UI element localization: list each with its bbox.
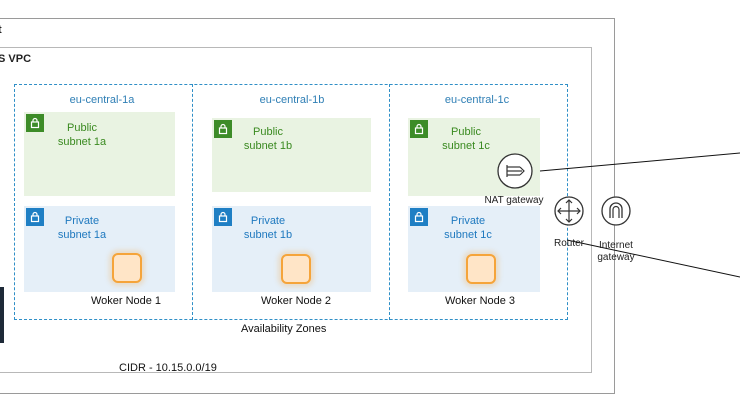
external-element xyxy=(0,287,4,343)
public-subnet-1b: Public subnet 1b xyxy=(212,118,371,192)
router-connection-line xyxy=(566,239,740,278)
internet-gateway-label: Internet gateway xyxy=(597,240,635,263)
public-subnet-1a: Public subnet 1a xyxy=(24,112,175,196)
router-label: Router xyxy=(553,238,584,249)
private-subnet-1b: Private subnet 1b xyxy=(212,206,371,292)
worker-node-3-icon[interactable] xyxy=(466,254,496,284)
worker-node-2-label: Woker Node 2 xyxy=(260,295,332,307)
nat-connection-line xyxy=(539,152,740,172)
az-divider-2 xyxy=(389,84,390,320)
az-name-1c: eu-central-1c xyxy=(444,94,510,106)
private-subnet-1c: Private subnet 1c xyxy=(408,206,540,292)
az-name-1b: eu-central-1b xyxy=(259,94,325,106)
vpc-boundary xyxy=(0,47,592,373)
worker-node-3-label: Woker Node 3 xyxy=(444,295,516,307)
availability-zones-label: Availability Zones xyxy=(241,323,327,335)
worker-node-2-icon[interactable] xyxy=(281,254,311,284)
lock-icon xyxy=(410,120,428,138)
worker-node-1-icon[interactable] xyxy=(112,253,142,283)
public-subnet-label: Public subnet 1a xyxy=(57,122,107,148)
cidr-label: CIDR - 10.15.0.0/19 xyxy=(119,362,217,374)
lock-icon xyxy=(214,120,232,138)
vpc-label: S VPC xyxy=(0,53,32,65)
az-name-1a: eu-central-1a xyxy=(69,94,135,106)
az-divider-1 xyxy=(192,84,193,320)
public-subnet-label: Public subnet 1c xyxy=(442,126,490,152)
private-subnet-label: Private subnet 1c xyxy=(444,215,492,241)
internet-gateway-icon[interactable] xyxy=(600,195,632,227)
worker-node-1-label: Woker Node 1 xyxy=(90,295,162,307)
nat-gateway-label: NAT gateway xyxy=(484,195,544,206)
account-label: t xyxy=(0,24,2,36)
lock-icon xyxy=(410,208,428,226)
private-subnet-label: Private subnet 1a xyxy=(57,215,107,241)
lock-icon xyxy=(214,208,232,226)
router-icon[interactable] xyxy=(553,195,585,227)
lock-icon xyxy=(26,114,44,132)
private-subnet-1a: Private subnet 1a xyxy=(24,206,175,292)
private-subnet-label: Private subnet 1b xyxy=(243,215,293,241)
public-subnet-label: Public subnet 1b xyxy=(243,126,293,152)
nat-gateway-icon[interactable] xyxy=(496,152,534,190)
lock-icon xyxy=(26,208,44,226)
